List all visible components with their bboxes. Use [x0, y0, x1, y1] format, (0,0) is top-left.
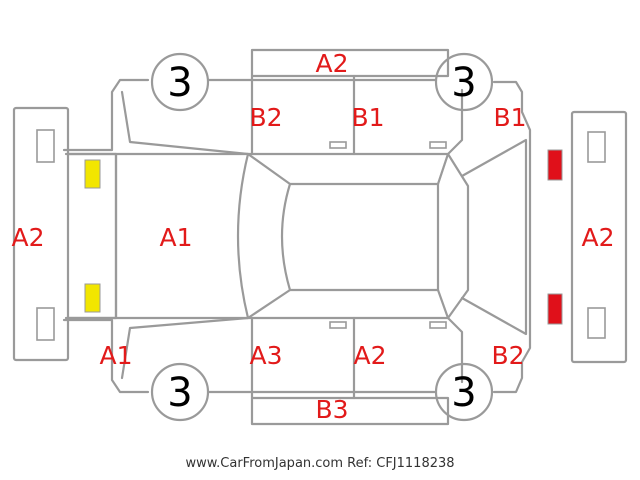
watermark-text: www.CarFromJapan.com Ref: CFJ1118238 — [185, 456, 455, 471]
tire-rear-right-rating: 3 — [451, 370, 476, 416]
code-top-front-door: B2 — [249, 103, 282, 132]
code-top-side: A2 — [315, 49, 348, 78]
car-body-outline — [62, 78, 532, 394]
code-bottom-side: B3 — [315, 395, 348, 424]
bottom-side-panels — [250, 316, 450, 426]
tire-rear-left-rating: 3 — [451, 60, 476, 106]
code-bottom-front-door: A3 — [249, 341, 282, 370]
tire-rear-right: 3 — [434, 362, 494, 422]
code-top-rear-door: B1 — [351, 103, 384, 132]
top-side-panels — [250, 48, 450, 156]
front-bumper — [12, 106, 70, 362]
code-top-rear-fender: B1 — [493, 103, 526, 132]
cabin-roof — [236, 138, 528, 336]
code-hood: A1 — [159, 223, 192, 252]
code-bottom-rear-door: A2 — [353, 341, 386, 370]
code-rear-bumper: A2 — [581, 223, 614, 252]
code-bottom-rear-fender: B2 — [491, 341, 524, 370]
headlight-lower-icon — [84, 283, 101, 313]
tire-front-right-rating: 3 — [167, 370, 192, 416]
headlight-upper-icon — [84, 159, 101, 189]
tire-front-left: 3 — [150, 52, 210, 112]
taillight-lower-icon — [547, 293, 563, 325]
taillight-upper-icon — [547, 149, 563, 181]
code-front-bumper: A2 — [11, 223, 44, 252]
tire-front-left-rating: 3 — [167, 60, 192, 106]
code-bottom-front-fender: A1 — [99, 341, 132, 370]
tire-front-right: 3 — [150, 362, 210, 422]
hood — [64, 152, 118, 320]
rear-bumper — [570, 110, 628, 364]
tire-rear-left: 3 — [434, 52, 494, 112]
